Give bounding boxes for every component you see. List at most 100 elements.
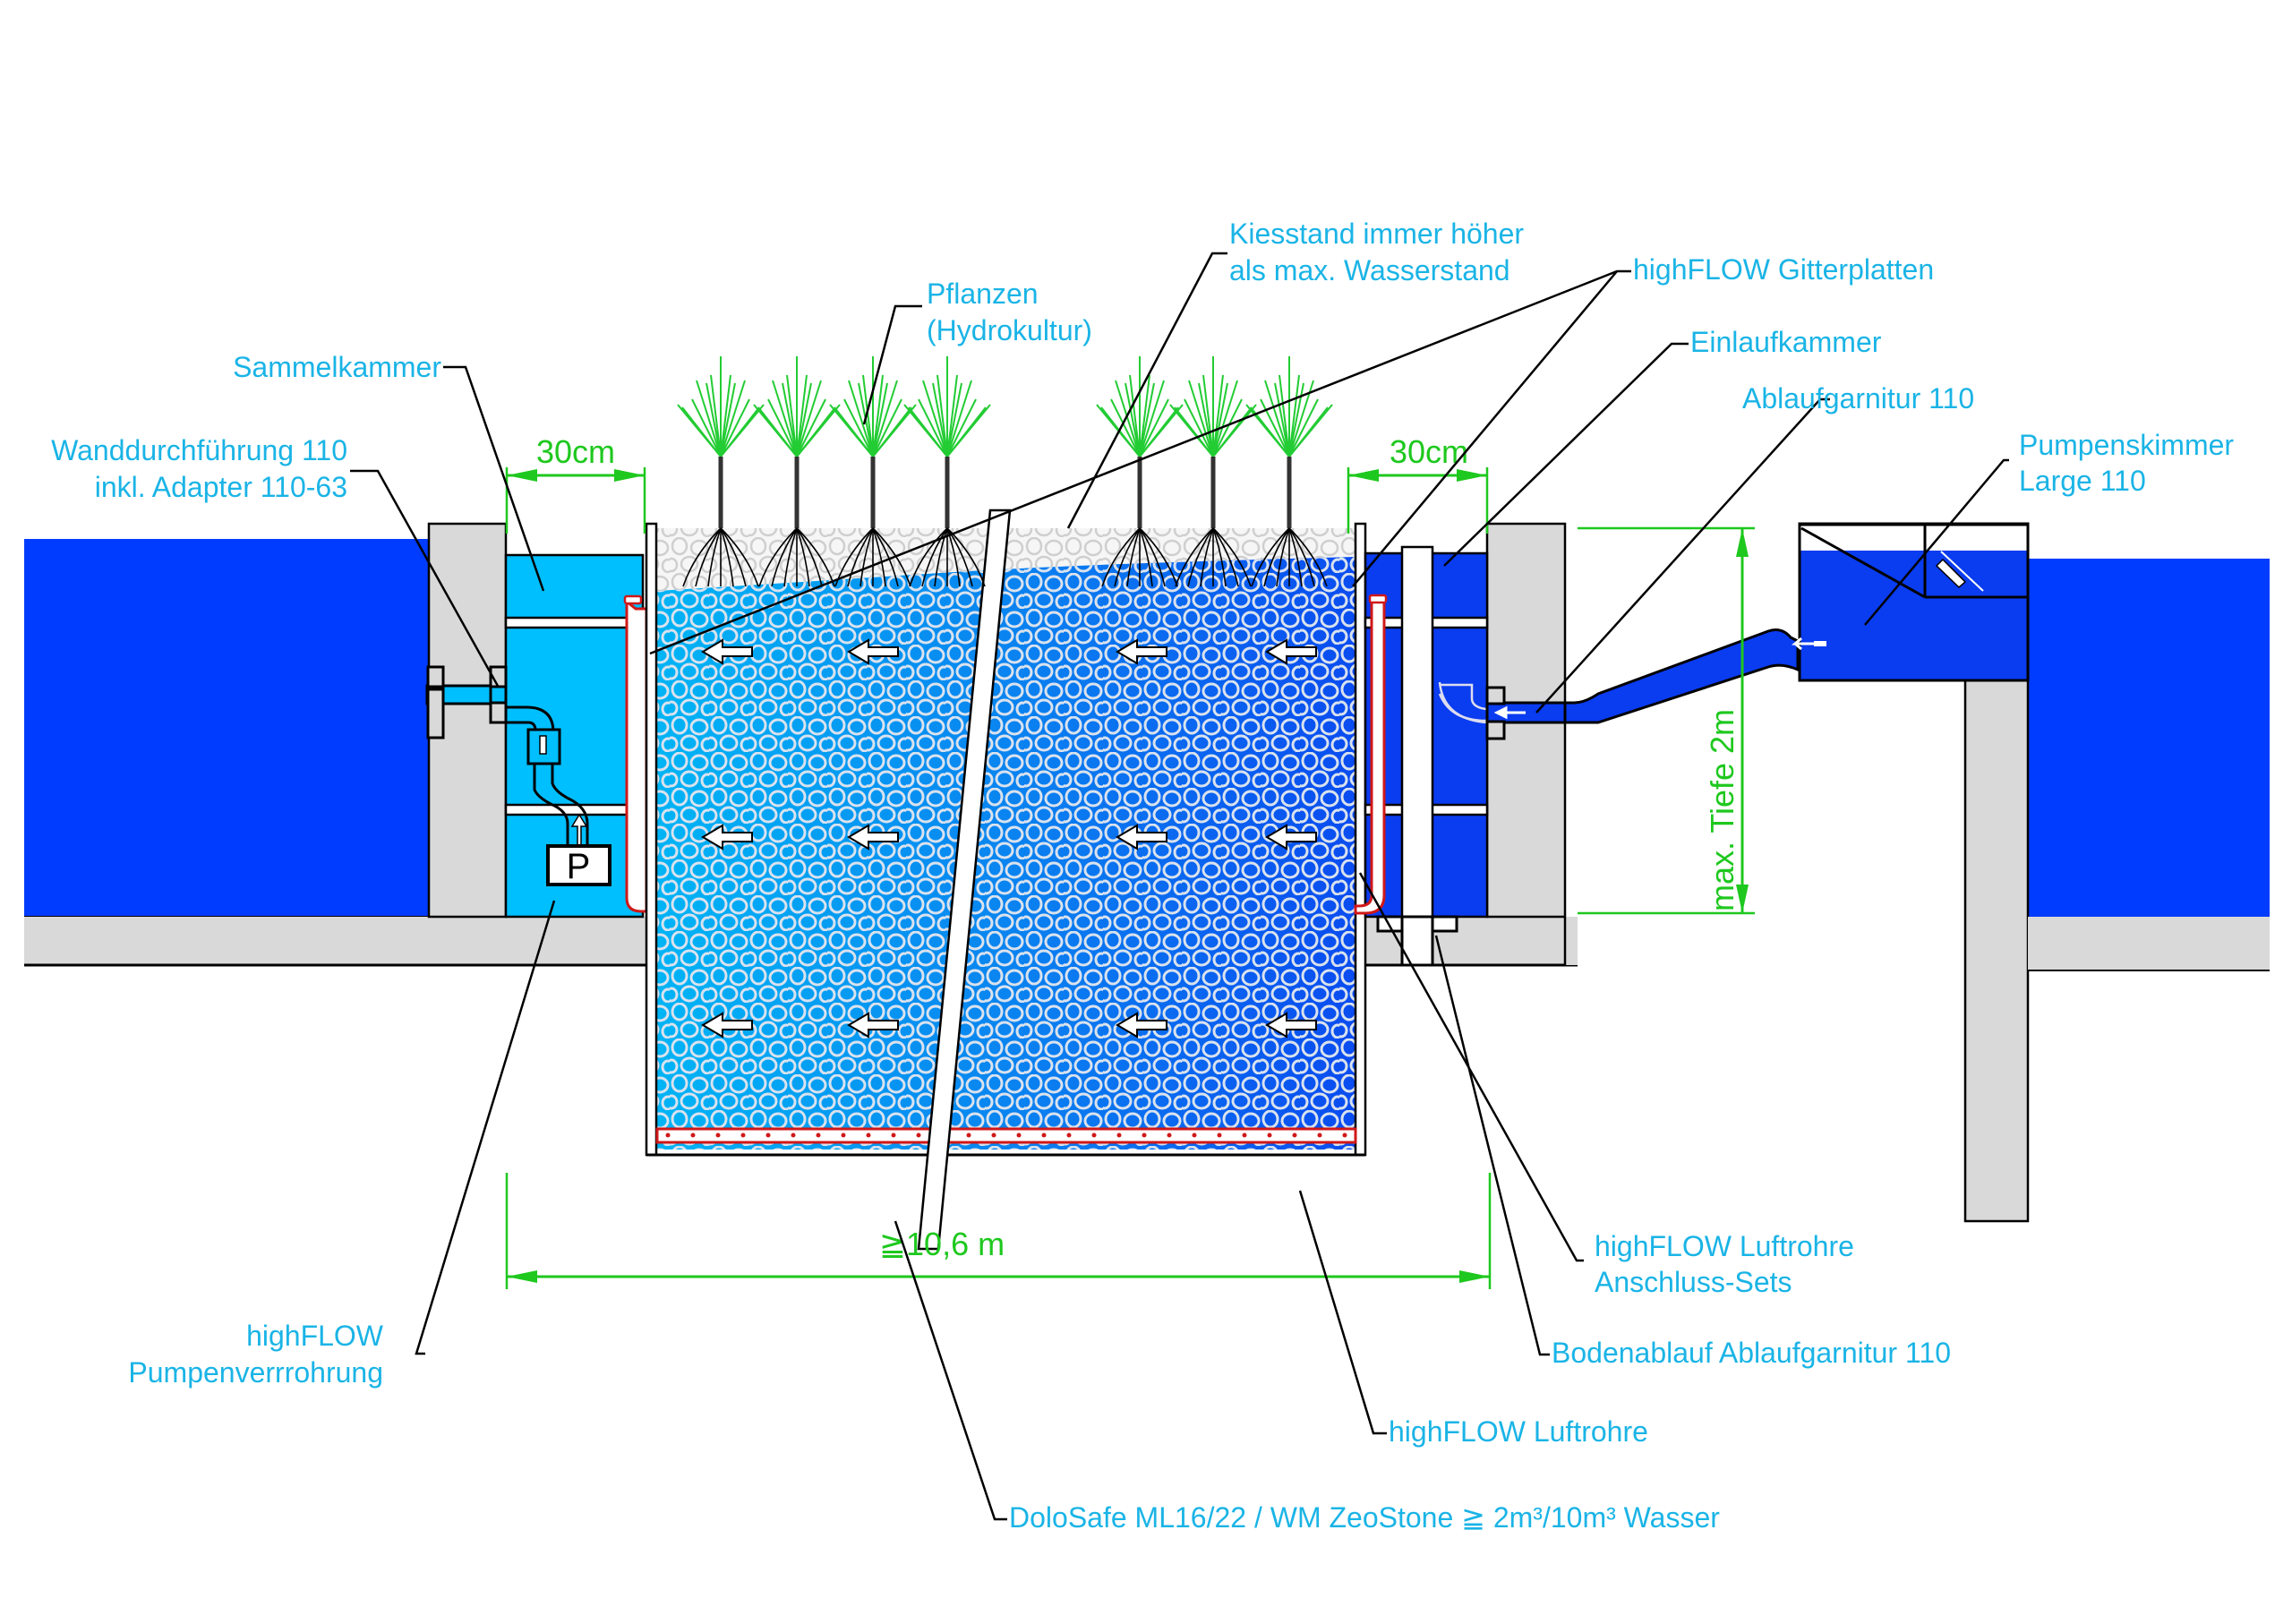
air-hole: [715, 1133, 721, 1138]
label-gitterplatten: highFLOW Gitterplatten: [1633, 253, 1934, 286]
flow-arrow: [1116, 824, 1167, 850]
flow-arrow: [1265, 1012, 1317, 1039]
flow-arrows: [701, 638, 1317, 1039]
air-hole: [891, 1133, 896, 1138]
air-hole: [991, 1133, 996, 1138]
plant: [1245, 356, 1333, 587]
grid-plate-left: [645, 522, 658, 1157]
label-kiesstand-2: als max. Wasserstand: [1229, 254, 1510, 286]
left-pond: [24, 539, 429, 918]
air-hole: [1242, 1133, 1247, 1138]
right-pond-water: [2028, 559, 2270, 917]
pump-symbol: P: [567, 847, 591, 886]
air-hole: [1167, 1133, 1172, 1138]
label-pumpenskimmer-2: Large 110: [2019, 465, 2146, 497]
label-pumpenverrohrung-1: highFLOW: [246, 1320, 384, 1352]
air-hole: [1267, 1133, 1272, 1138]
air-hole: [1066, 1133, 1072, 1138]
label-sammelkammer: Sammelkammer: [233, 351, 441, 383]
flow-arrow: [847, 824, 899, 850]
air-hole: [916, 1133, 921, 1138]
air-hole: [1317, 1133, 1322, 1138]
wall-passthrough: [425, 665, 508, 739]
air-hole: [866, 1133, 871, 1138]
flange-left: [426, 688, 445, 739]
bottom-air-pipe: [655, 1127, 1357, 1144]
air-hole: [690, 1133, 696, 1138]
outlet-fitting: [1485, 628, 1800, 740]
air-hole: [841, 1133, 846, 1138]
label-pflanzen-1: Pflanzen: [927, 278, 1039, 310]
grid-plate-right: [1354, 522, 1367, 1157]
plant: [903, 356, 991, 587]
left-pond-water: [24, 539, 429, 917]
max-depth-label: max. Tiefe 2m: [1704, 709, 1740, 911]
label-luftrohre-sets-1: highFLOW Luftrohre: [1595, 1230, 1854, 1262]
label-wanddurchfuehrung-2: inkl. Adapter 110-63: [95, 471, 347, 503]
right-pond: [1963, 559, 2270, 1223]
air-hole: [1142, 1133, 1147, 1138]
plant: [677, 356, 765, 587]
air-hole: [765, 1133, 771, 1138]
dimension-max-depth: max. Tiefe 2m: [1578, 526, 1755, 915]
support-plate: [504, 803, 646, 816]
inlet-chamber: [1354, 545, 1489, 967]
skimmer-pipe: [1563, 628, 1800, 724]
support-plate: [504, 616, 646, 629]
air-hole: [740, 1133, 746, 1138]
plants: [677, 356, 1333, 587]
air-hole: [816, 1133, 821, 1138]
air-hole: [1342, 1133, 1347, 1138]
flow-arrow: [1116, 1012, 1167, 1039]
labels: Sammelkammer Wanddurchführung 110 inkl. …: [51, 218, 2234, 1534]
flow-arrow: [1265, 638, 1317, 665]
outlet-flow-arrow: [1493, 705, 1526, 720]
gravel-filter: [645, 509, 1367, 1251]
pump-piping: P: [506, 705, 611, 886]
label-bodenablauf: Bodenablauf Ablaufgarnitur 110: [1552, 1337, 1951, 1369]
pump: [546, 844, 611, 886]
leader-lines: [350, 252, 2009, 1521]
label-luftrohre: highFLOW Luftrohre: [1389, 1415, 1648, 1448]
air-hole: [1041, 1133, 1047, 1138]
label-wanddurchfuehrung-1: Wanddurchführung 110: [51, 434, 347, 466]
pump-flow-arrow: [570, 813, 588, 846]
pond-wall-right: [1963, 679, 2030, 1223]
air-holes: [665, 1133, 1347, 1138]
label-pflanzen-2: (Hydrokultur): [927, 314, 1092, 346]
label-ablaufgarnitur: Ablaufgarnitur 110: [1742, 382, 1974, 415]
air-hole: [665, 1133, 671, 1138]
dimension-filter-length: ≧10,6 m: [505, 1173, 1492, 1289]
flow-arrow: [701, 1012, 753, 1039]
pump-skimmer: [1791, 522, 2030, 682]
dimension-left-chamber: 30cm: [505, 433, 646, 534]
floor-drain-pipe: [1400, 545, 1434, 919]
label-pumpenverrohrung-2: Pumpenverrrohrung: [128, 1356, 383, 1389]
air-hole: [1091, 1133, 1097, 1138]
air-pipe-left: [625, 598, 648, 913]
plant: [829, 356, 917, 587]
flow-arrow: [1116, 638, 1167, 665]
label-luftrohre-sets-2: Anschluss-Sets: [1595, 1266, 1792, 1298]
air-pipe-right: [1354, 598, 1386, 915]
left-chamber-width-label: 30cm: [536, 433, 615, 470]
air-hole: [1217, 1133, 1222, 1138]
flow-arrow: [701, 638, 753, 665]
label-substrate: DoloSafe ML16/22 / WM ZeoStone ≧ 2m³/10m…: [1009, 1501, 1720, 1534]
right-chamber-width-label: 30cm: [1390, 433, 1468, 470]
flow-arrow: [847, 1012, 899, 1039]
plant: [753, 356, 841, 587]
flow-arrow: [1265, 824, 1317, 850]
plant: [1096, 356, 1184, 587]
label-einlaufkammer: Einlaufkammer: [1690, 326, 1882, 358]
dimension-right-chamber: 30cm: [1347, 433, 1489, 534]
air-hole: [1292, 1133, 1297, 1138]
flow-arrow: [847, 638, 899, 665]
flow-arrow: [701, 824, 753, 850]
air-hole: [1016, 1133, 1022, 1138]
air-hole: [791, 1133, 796, 1138]
plant: [1169, 356, 1257, 587]
label-pumpenskimmer-1: Pumpenskimmer: [2019, 429, 2234, 461]
air-hole: [1192, 1133, 1197, 1138]
